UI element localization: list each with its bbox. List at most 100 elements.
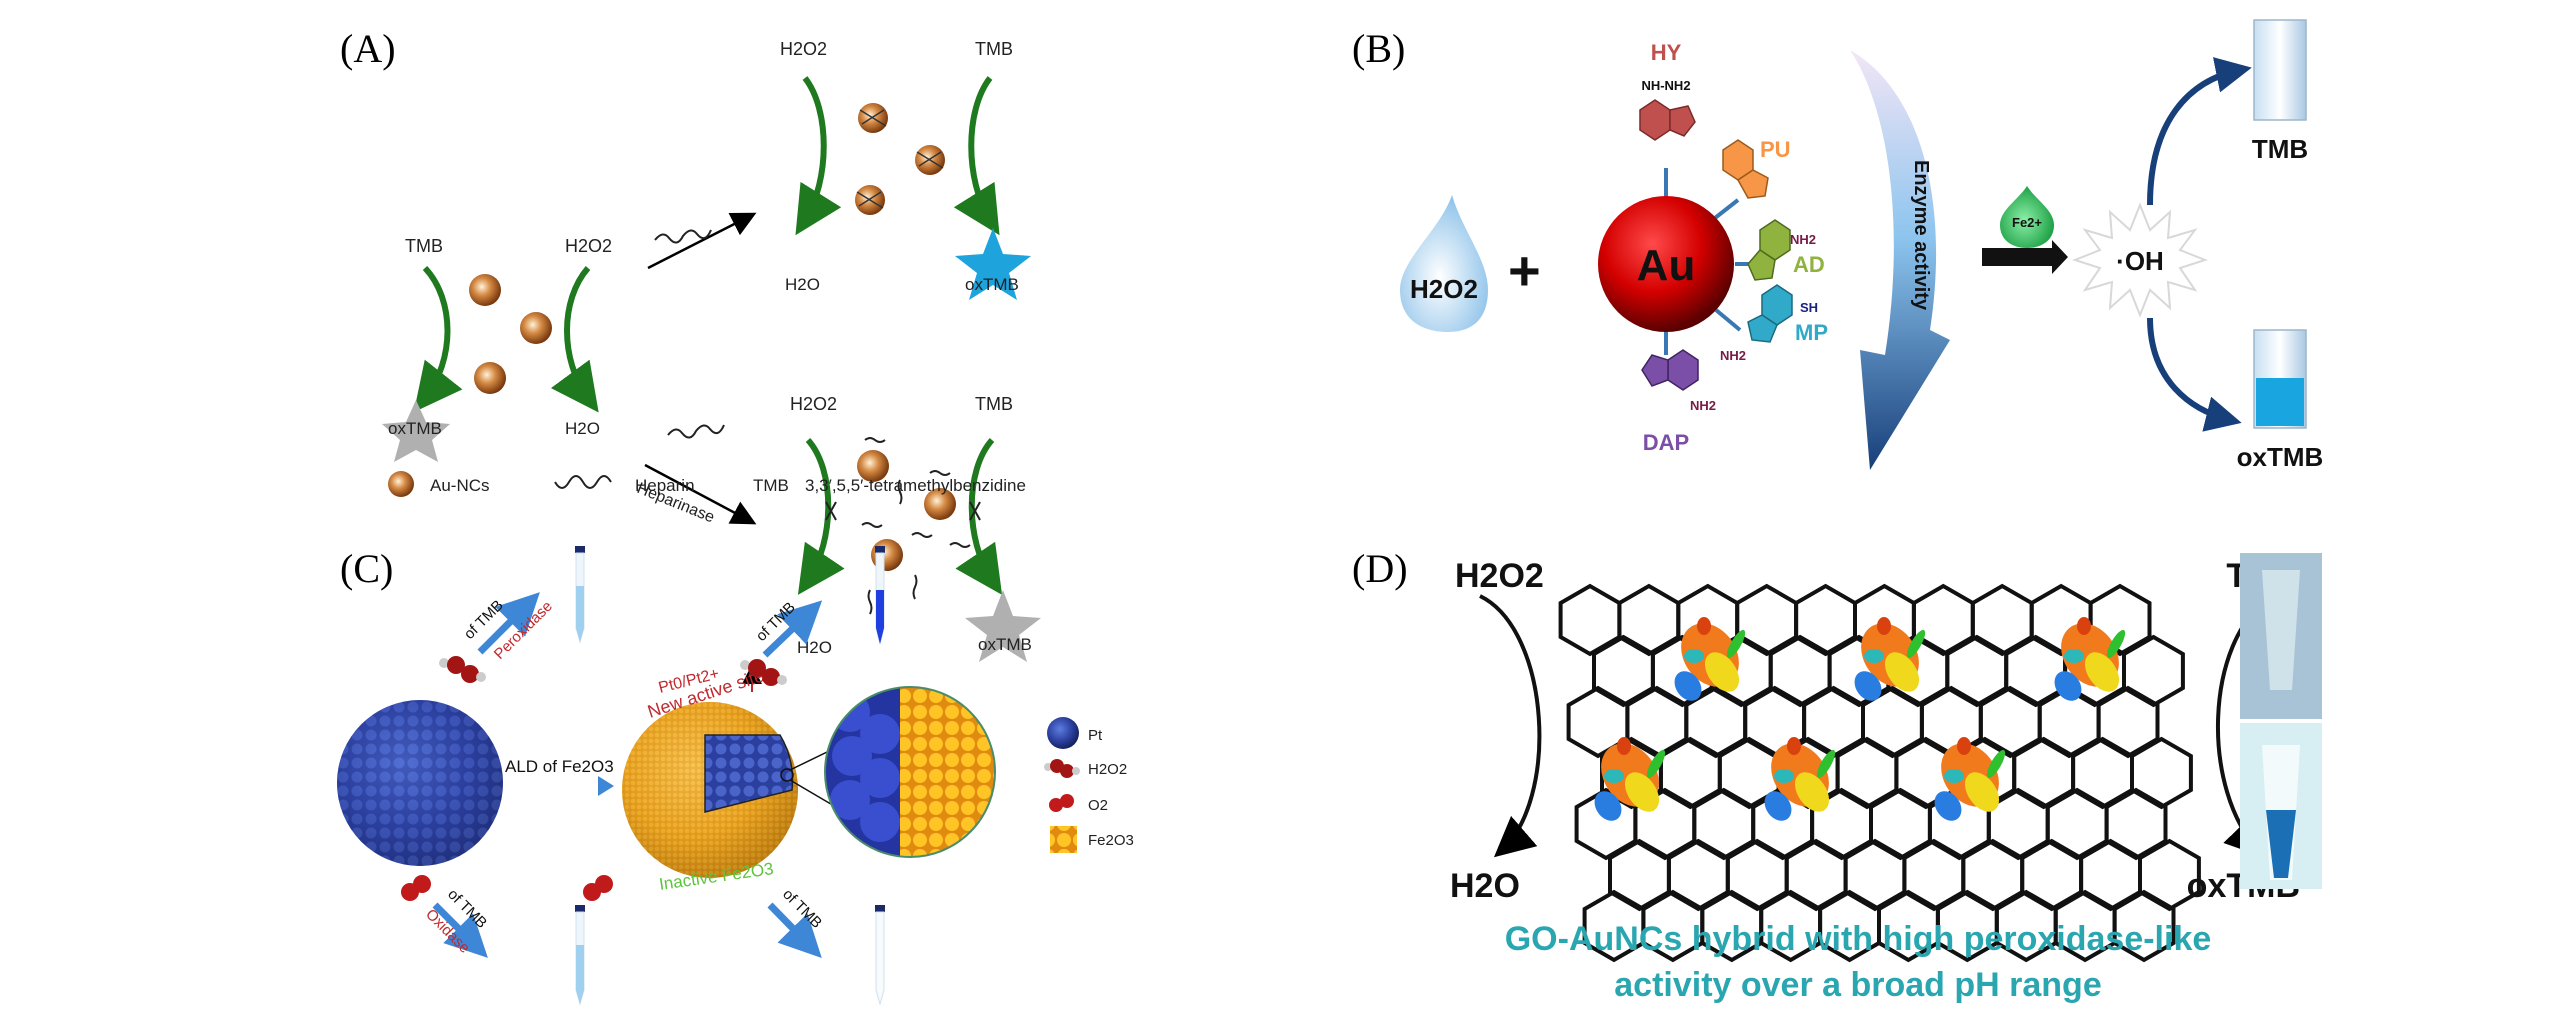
ligand-hy-group: NH-NH2	[1641, 78, 1690, 93]
a-bottom-h2o: H2O	[797, 638, 832, 657]
ligand-mp-group: SH	[1800, 300, 1818, 315]
h2o2-molecule-icon	[439, 656, 486, 683]
zoom-inset	[825, 687, 995, 857]
panel-a-label: (A)	[340, 26, 396, 71]
blocked-x-icon	[825, 501, 981, 521]
ligand-dap-label: DAP	[1643, 430, 1689, 455]
a-left-arrow-2	[550, 266, 599, 413]
ligand-ad-group: NH2	[1790, 232, 1816, 247]
heparin-bound-particles	[855, 103, 945, 215]
a-top-star-icon	[955, 228, 1031, 300]
au-nc-particle	[857, 450, 889, 482]
tube-oxidase-shell	[875, 905, 885, 1006]
ald-label: ALD of Fe2O3	[505, 757, 614, 776]
legend-tmb-abbr: TMB	[753, 476, 789, 495]
fe-reaction-arrow	[1982, 240, 2068, 274]
hydroxyl-burst-icon	[2072, 202, 2208, 318]
tmb-beaker-icon	[2253, 19, 2307, 121]
tube-peroxidase	[575, 546, 585, 644]
c-branch-3-top: of TMB	[753, 599, 799, 645]
c-legend-h2o2: H2O2	[1088, 761, 1127, 778]
hy-molecule-icon	[1639, 99, 1671, 141]
b-oxtmb-label: oxTMB	[2237, 442, 2324, 472]
d-h2o: H2O	[1450, 867, 1520, 905]
aunc-enzyme-cluster	[1854, 617, 1926, 701]
pt-legend-icon	[1047, 717, 1079, 749]
ligand-dap-group-1: NH2	[1720, 348, 1746, 363]
panel-d-label: (D)	[1352, 546, 1408, 591]
d-h2o2: H2O2	[1455, 557, 1544, 595]
aunc-clusters	[1594, 617, 2126, 821]
au-nc-particle	[469, 274, 501, 306]
ligand-dap-group-2: NH2	[1690, 398, 1716, 413]
au-label: Au	[1637, 241, 1696, 290]
panel-a-legend: Au-NCs Heparin TMB 3,3′,5,5′-tetramethyl…	[388, 471, 1026, 497]
h2o2-legend-icon	[1044, 759, 1080, 778]
aunc-enzyme-cluster	[2054, 617, 2126, 701]
lattice-hexagon	[2112, 889, 2176, 963]
b-tmb-label: TMB	[2252, 134, 2308, 164]
c-branch-4-arrow	[767, 902, 822, 959]
o2-legend-icon	[1049, 794, 1074, 812]
c-branch-3-arrow	[762, 600, 823, 658]
a-bottom-h2o2: H2O2	[790, 394, 837, 414]
lattice-hexagon	[2122, 634, 2185, 708]
a-top-h2o: H2O	[785, 275, 820, 294]
c-legend-fe2o3: Fe2O3	[1088, 832, 1134, 849]
to-oxtmb-arrow	[2147, 317, 2242, 432]
aunc-enzyme-cluster	[1674, 617, 1746, 701]
c-legend-o2: O2	[1088, 797, 1108, 814]
b-h2o2: H2O2	[1410, 274, 1478, 304]
aunc-enzyme-cluster	[1594, 737, 1666, 821]
lattice-hexagon	[2096, 685, 2160, 759]
enzyme-activity-arrow	[1850, 50, 1950, 470]
d-caption-line-1: GO-AuNCs hybrid with high peroxidase-lik…	[1505, 920, 2212, 958]
au-nanoparticle	[1598, 196, 1734, 332]
fe2o3-legend-icon	[1050, 826, 1077, 853]
fe2-label: Fe2+	[2012, 215, 2042, 230]
panel-d: (D) H2O2 H2O TMB oxTMB GO-AuNCs hybrid w…	[1352, 546, 2322, 1004]
a-top-arrow	[647, 212, 757, 270]
au-nc-particle	[924, 488, 956, 520]
dap-molecule-icon	[1667, 349, 1699, 391]
tube-oxidase	[575, 905, 585, 1006]
radical-label: ·OH	[2116, 246, 2164, 276]
lattice-hexagon	[2104, 787, 2168, 861]
fe2-drop-icon	[2000, 186, 2054, 248]
oxtmb-liquid	[2256, 378, 2304, 426]
a-bottom-tmb: TMB	[975, 394, 1013, 414]
a-top-arrow-2	[953, 76, 1000, 236]
b-plus: +	[1508, 239, 1541, 302]
a-left-h2o2: H2O2	[565, 236, 612, 256]
h2o2-drop-icon	[1400, 195, 1488, 332]
panel-c-label: (C)	[340, 546, 393, 591]
a-left-oxtmb: oxTMB	[388, 419, 442, 438]
enzyme-activity-label: Enzyme activity	[1910, 160, 1932, 311]
a-bottom-oxtmb: oxTMB	[978, 635, 1032, 654]
aunc-enzyme-cluster	[1764, 737, 1836, 821]
legend-au-ncs: Au-NCs	[430, 476, 490, 495]
oxidase-arrow	[432, 902, 488, 958]
a-left-arrow-1	[413, 265, 463, 413]
panel-b: (B) H2O2 + Au HY NH-NH2 PU NH2 AD SH MP	[1352, 19, 2324, 472]
d-caption-line-2: activity over a broad pH range	[1614, 966, 2102, 1004]
tube-peroxidase-shell	[875, 546, 885, 645]
o2-molecule-icon	[401, 875, 431, 901]
a-bottom-arrow-1	[797, 437, 845, 595]
au-nc-particle	[474, 362, 506, 394]
to-tmb-arrow	[2147, 57, 2252, 206]
a-left-star-icon	[382, 400, 450, 462]
au-nc-legend-icon	[388, 471, 414, 497]
aunc-enzyme-cluster	[1934, 737, 2006, 821]
c-legend-pt: Pt	[1088, 727, 1103, 744]
d-left-arrow	[1479, 594, 1542, 858]
ligand-ad-label: AD	[1793, 252, 1825, 277]
o2-molecule-icon	[583, 875, 613, 901]
a-left-tmb: TMB	[405, 236, 443, 256]
legend-tmb-full: 3,3′,5,5′-tetramethylbenzidine	[805, 476, 1026, 495]
a-top-h2o2: H2O2	[780, 39, 827, 59]
ligand-mp-label: MP	[1795, 320, 1828, 345]
panel-b-label: (B)	[1352, 26, 1405, 71]
ligand-bonds	[1664, 168, 1765, 355]
a-top-oxtmb: oxTMB	[965, 275, 1019, 294]
